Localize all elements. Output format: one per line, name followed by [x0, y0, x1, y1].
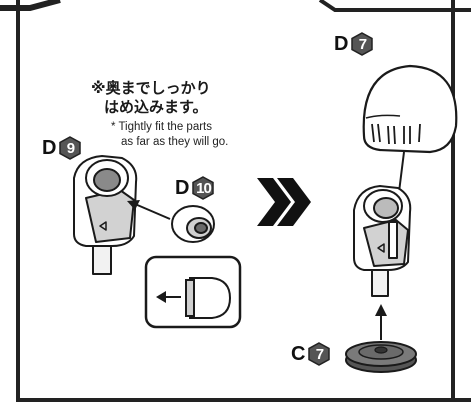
part-d10-ball — [171, 205, 215, 243]
label-d7: D 7 — [334, 32, 374, 56]
label-c7: C 7 — [291, 342, 331, 366]
label-c7-letter: C — [291, 343, 306, 365]
assembled-peg — [353, 185, 412, 297]
detail-box — [144, 255, 242, 329]
label-d9: D 9 — [42, 136, 82, 160]
part-c7-base — [345, 341, 417, 373]
instruction-en-line2: as far as they will go. — [121, 136, 229, 148]
hex-badge-icon: 9 — [59, 136, 82, 160]
instruction-jp-line2: はめ込みます。 — [104, 98, 208, 116]
hex-badge-icon: 10 — [192, 176, 215, 200]
label-d10: D 10 — [175, 176, 215, 200]
label-d7-letter: D — [334, 33, 349, 55]
label-c7-number: 7 — [315, 345, 324, 363]
instruction-en-line1: * Tightly fit the parts — [111, 121, 212, 133]
label-d9-number: 9 — [66, 139, 75, 157]
label-d9-letter: D — [42, 137, 57, 159]
label-d10-number: 10 — [196, 179, 212, 197]
insert-arrow-icon — [127, 200, 171, 220]
proceed-chevrons-icon — [257, 178, 311, 226]
hex-badge-icon: 7 — [351, 32, 374, 56]
detail-arrow-icon — [156, 291, 181, 303]
instruction-jp-line1: ※奥までしっかり — [91, 79, 211, 97]
hex-badge-icon: 7 — [308, 342, 331, 366]
base-arrow-icon — [375, 304, 387, 340]
label-d10-letter: D — [175, 177, 190, 199]
part-d7-helmet — [362, 64, 458, 154]
part-d9-peg — [73, 155, 138, 275]
label-d7-number: 7 — [358, 35, 367, 53]
